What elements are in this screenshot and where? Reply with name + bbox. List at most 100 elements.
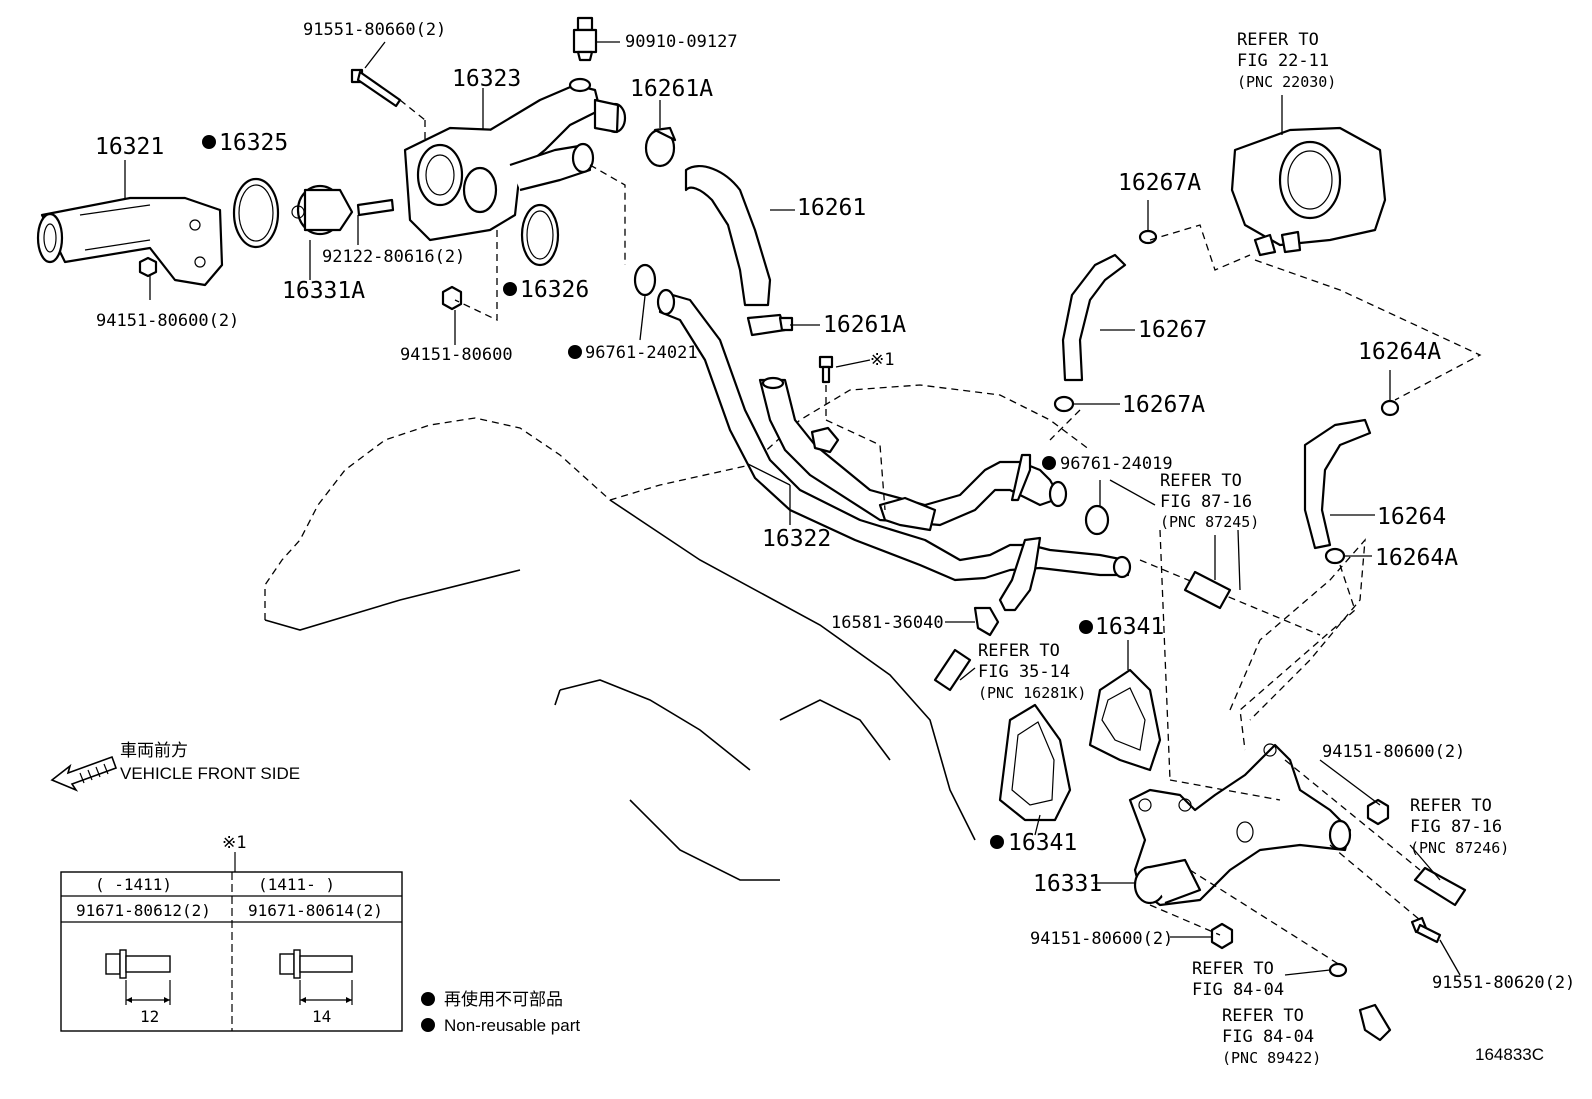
clamp-16264A-bot bbox=[1324, 547, 1346, 565]
hose-stub-35-14 bbox=[933, 648, 972, 692]
callout-16325: 16325 bbox=[219, 130, 288, 156]
bolt-91551-80620 bbox=[1410, 916, 1442, 944]
callout-94151-80600-mid: 94151-80600 bbox=[400, 345, 513, 365]
ref-22-11-line1: REFER TO bbox=[1237, 30, 1319, 50]
callout-91551-80620: 91551-80620(2) bbox=[1432, 973, 1575, 993]
callout-94151-80600-bottom: 94151-80600(2) bbox=[1030, 929, 1173, 949]
callout-16261: 16261 bbox=[797, 195, 866, 221]
ref-87-16b-line3: (PNC 87246) bbox=[1410, 839, 1509, 857]
bracket-note1 bbox=[810, 426, 840, 454]
gasket-16341-lower bbox=[998, 703, 1072, 822]
hose-16261 bbox=[684, 165, 772, 307]
callout-96761-24021: 96761-24021 bbox=[585, 343, 698, 363]
cap-16581-36040 bbox=[973, 606, 1000, 637]
bolt-note1 bbox=[818, 355, 834, 384]
ref-84-04b-line2: FIG 84-04 bbox=[1222, 1027, 1314, 1047]
nut-94151-right bbox=[1366, 798, 1390, 826]
vehicle-front-indicator: 車両前方 VEHICLE FRONT SIDE bbox=[50, 741, 300, 792]
ref-35-14-line2: FIG 35-14 bbox=[978, 662, 1070, 682]
nut-94151-bottom bbox=[1210, 922, 1234, 950]
clamp-16261A-mid bbox=[746, 313, 794, 337]
figure-code: 164833C bbox=[1475, 1045, 1544, 1064]
front-arrow-icon bbox=[50, 755, 118, 792]
callout-16264A-bot: 16264A bbox=[1375, 545, 1458, 571]
legend-bullet-jp bbox=[421, 992, 435, 1006]
engine-outline bbox=[264, 384, 1366, 881]
callout-16341-upper: 16341 bbox=[1095, 614, 1164, 640]
callout-16323: 16323 bbox=[452, 66, 521, 92]
callout-16264: 16264 bbox=[1377, 504, 1446, 530]
table-col2-range: (1411- ) bbox=[258, 875, 335, 894]
assembly-lines bbox=[399, 99, 1482, 966]
o-ring-96761-24019 bbox=[1084, 504, 1110, 536]
table-col1-part: 91671-80612(2) bbox=[76, 901, 211, 920]
callout-16261A-mid: 16261A bbox=[823, 312, 906, 338]
o-ring-84-04 bbox=[1328, 962, 1348, 978]
sensor-89422 bbox=[1358, 1003, 1392, 1042]
ref-22-11-line2: FIG 22-11 bbox=[1237, 51, 1329, 71]
water-inlet-16331 bbox=[1128, 743, 1352, 907]
ref-84-04a-line1: REFER TO bbox=[1192, 959, 1274, 979]
callout-16264A-top: 16264A bbox=[1358, 339, 1441, 365]
bolt-12-drawing bbox=[105, 949, 171, 1005]
callout-96761-24019: 96761-24019 bbox=[1060, 454, 1173, 474]
leader-lines bbox=[124, 41, 1461, 976]
clamp-16264A-top bbox=[1380, 399, 1400, 417]
gasket-16325 bbox=[232, 177, 280, 249]
throttle-body bbox=[1230, 126, 1387, 257]
callout-91551-80660: 91551-80660(2) bbox=[303, 20, 446, 40]
bolt-91551-80660 bbox=[350, 68, 402, 108]
hose-16267 bbox=[1061, 253, 1127, 382]
callout-16331A: 16331A bbox=[282, 278, 365, 304]
o-ring-96761-24021 bbox=[633, 263, 657, 297]
callout-16331: 16331 bbox=[1033, 871, 1102, 897]
callout-16267: 16267 bbox=[1138, 317, 1207, 343]
note-table-mark: ※1 bbox=[222, 833, 246, 853]
ref-84-04a-line2: FIG 84-04 bbox=[1192, 980, 1284, 1000]
legend-label-jp: 再使用不可部品 bbox=[444, 989, 563, 1009]
callout-90910-09127: 90910-09127 bbox=[625, 32, 738, 52]
ref-22-11-line3: (PNC 22030) bbox=[1237, 73, 1336, 91]
callout-94151-80600-right: 94151-80600(2) bbox=[1322, 742, 1465, 762]
ref-87-16a-line1: REFER TO bbox=[1160, 471, 1242, 491]
bolt-14-drawing bbox=[279, 949, 353, 1005]
callout-labels: 91551-80660(2) 90910-09127 16323 16261A … bbox=[95, 20, 1575, 993]
front-label-jp: 車両前方 bbox=[120, 741, 188, 760]
callout-note1-mark: ※1 bbox=[870, 350, 894, 370]
callout-16326: 16326 bbox=[520, 277, 589, 303]
table-col1-length: 12 bbox=[140, 1007, 159, 1026]
ref-87-16b-line2: FIG 87-16 bbox=[1410, 817, 1502, 837]
nut-94151-mid bbox=[441, 285, 463, 311]
hose-stub-87-16b bbox=[1413, 866, 1467, 907]
ref-84-04b-line1: REFER TO bbox=[1222, 1006, 1304, 1026]
hose-16264 bbox=[1303, 418, 1372, 550]
gasket-16341-upper bbox=[1088, 668, 1162, 772]
sensor-90910 bbox=[572, 16, 598, 62]
callout-92122-80616: 92122-80616(2) bbox=[322, 247, 465, 267]
reference-notes: REFER TO FIG 22-11 (PNC 22030) REFER TO … bbox=[978, 30, 1509, 1067]
clamp-16267A-top bbox=[1138, 229, 1158, 245]
ref-87-16a-line3: (PNC 87245) bbox=[1160, 513, 1259, 531]
stud-92122 bbox=[356, 198, 395, 217]
gasket-16326 bbox=[520, 203, 560, 267]
callout-16341-lower: 16341 bbox=[1008, 830, 1077, 856]
ref-87-16a-line2: FIG 87-16 bbox=[1160, 492, 1252, 512]
table-col2-length: 14 bbox=[312, 1007, 331, 1026]
clamp-16267A-bot bbox=[1053, 395, 1075, 413]
water-inlet-16321 bbox=[36, 196, 224, 287]
ref-87-16b-line1: REFER TO bbox=[1410, 796, 1492, 816]
ref-35-14-line3: (PNC 16281K) bbox=[978, 684, 1086, 702]
table-col2-part: 91671-80614(2) bbox=[248, 901, 383, 920]
callout-16267A-top: 16267A bbox=[1118, 170, 1201, 196]
callout-16267A-bot: 16267A bbox=[1122, 392, 1205, 418]
legend-bullet-en bbox=[421, 1018, 435, 1032]
clamp-16261A-top bbox=[644, 126, 677, 168]
callout-16321: 16321 bbox=[95, 134, 164, 160]
non-reusable-markers bbox=[202, 135, 1093, 849]
table-col1-range: ( -1411) bbox=[95, 875, 172, 894]
callout-16322: 16322 bbox=[762, 526, 831, 552]
callout-16581-36040: 16581-36040 bbox=[831, 613, 944, 633]
legend: 再使用不可部品 Non-reusable part bbox=[421, 989, 580, 1035]
callout-16261A-top: 16261A bbox=[630, 76, 713, 102]
front-label-en: VEHICLE FRONT SIDE bbox=[120, 764, 300, 783]
